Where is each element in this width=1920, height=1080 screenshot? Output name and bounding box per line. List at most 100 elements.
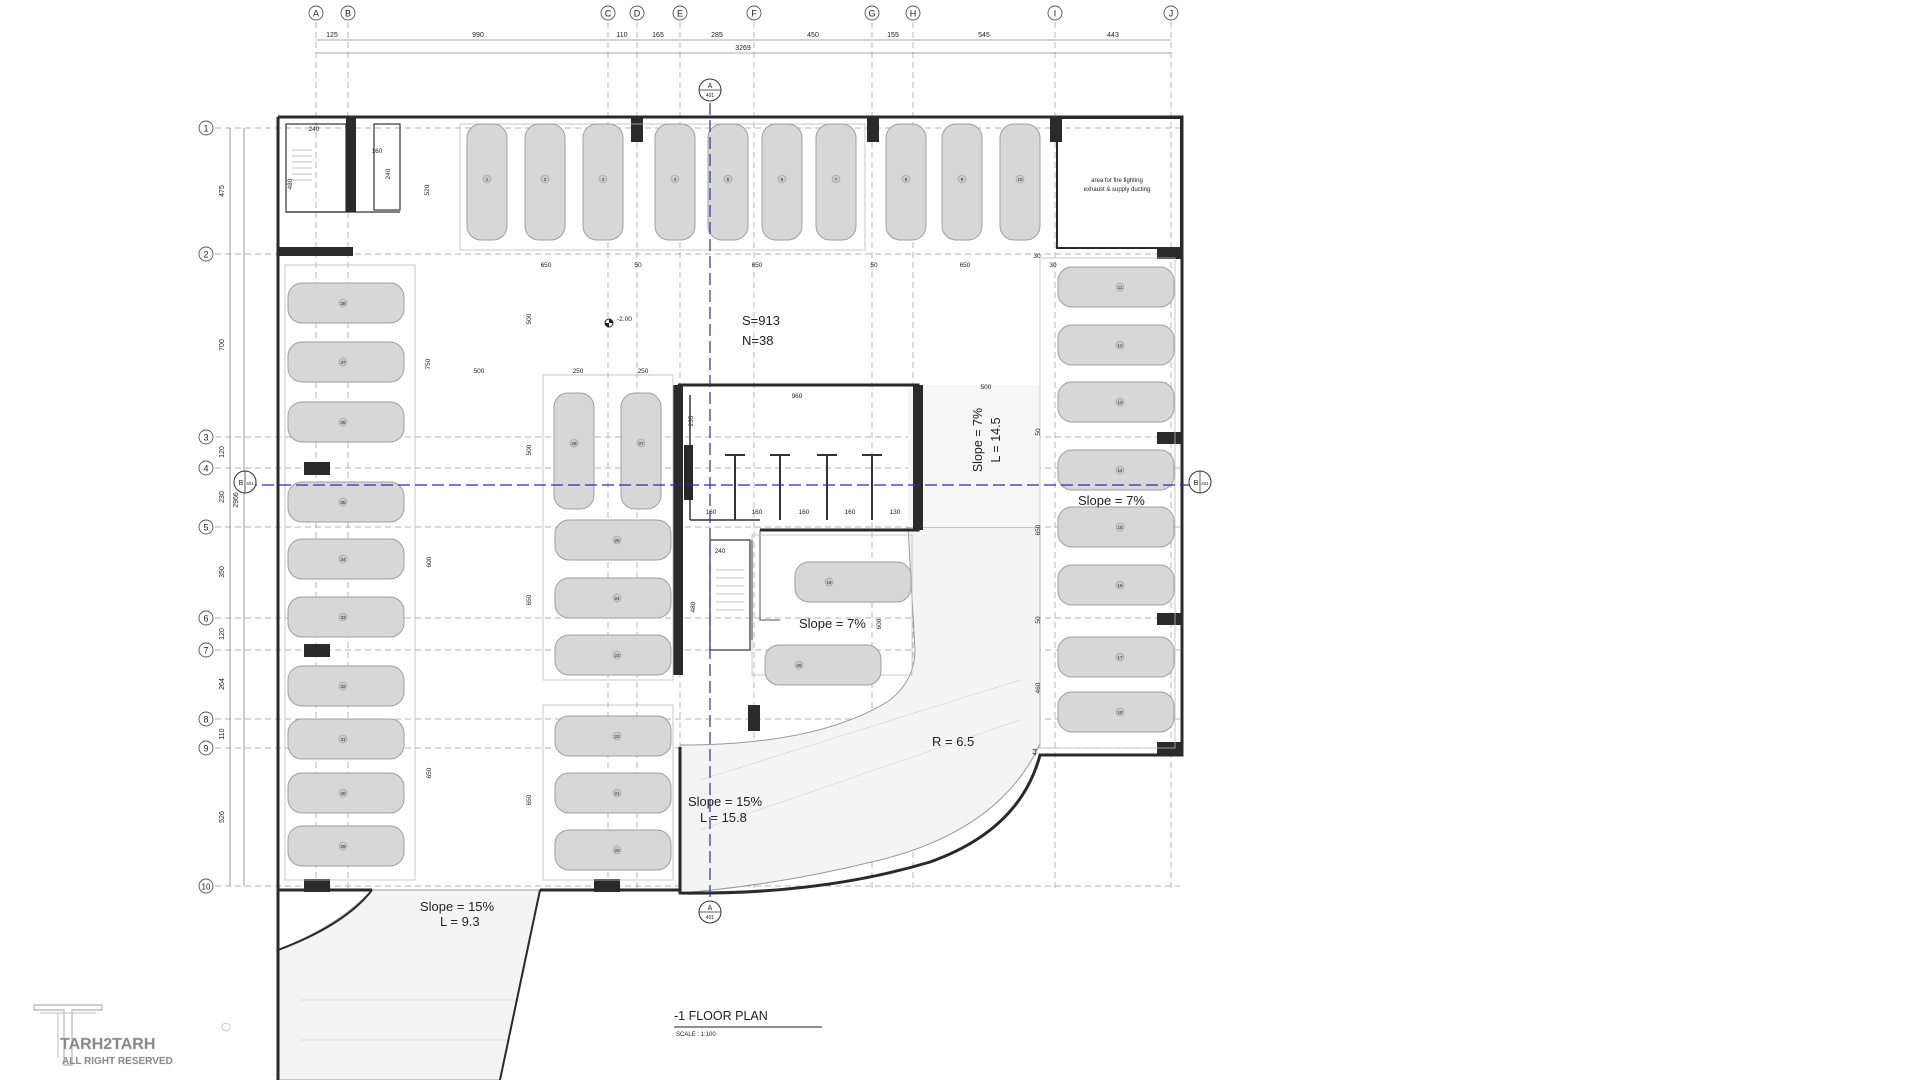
section-letter: A — [708, 905, 713, 912]
grid-label-4: 4 — [203, 464, 208, 474]
car-number: 24 — [614, 596, 620, 601]
car-number: 12 — [1117, 343, 1123, 348]
dim-inner: 44 — [1032, 748, 1039, 756]
drawing-title-block: -1 FLOOR PLAN SCALE : 1:100 — [674, 1009, 822, 1038]
dim-inner: 480 — [287, 178, 294, 189]
grid-label-C: C — [605, 9, 612, 19]
car-number: 5 — [727, 177, 730, 182]
cars-ramp: 19 28 — [764, 561, 912, 686]
grid-label-6: 6 — [203, 614, 208, 624]
column-bubbles: A B C D E F G H I J — [308, 5, 1179, 21]
level-marker: -2.00 — [604, 316, 632, 328]
car: 33 — [287, 596, 405, 638]
car: 35 — [287, 481, 405, 523]
dim-left-8: 110 — [219, 728, 226, 739]
car-number: 13 — [1117, 400, 1123, 405]
dim-inner: 650 — [960, 262, 971, 269]
section-letter: B — [1194, 480, 1199, 487]
car-number: 9 — [961, 177, 964, 182]
car-number: 28 — [796, 663, 802, 668]
dim-inner: 160 — [752, 509, 763, 516]
section-sheet: 401 — [706, 93, 715, 99]
dim-inner: 30 — [1033, 253, 1041, 260]
car-number: 23 — [614, 653, 620, 658]
car-number: 34 — [340, 557, 346, 562]
dim-inner: 240 — [715, 548, 726, 555]
dim-inner: 650 — [426, 767, 433, 778]
grid-label-2: 2 — [203, 250, 208, 260]
car-number: 30 — [340, 791, 346, 796]
car: 29 — [287, 825, 405, 867]
dim-top-9: 443 — [1107, 32, 1119, 39]
slope-labels: Slope = 7% L = 14.5 Slope = 7% Slope = 7… — [420, 408, 1145, 929]
car-number: 15 — [1117, 525, 1123, 530]
car: 27 — [620, 392, 662, 510]
dim-top-7: 155 — [887, 32, 899, 39]
dim-inner: 500 — [526, 444, 533, 455]
cars-left-column: 38 37 36 35 34 33 32 31 30 29 — [287, 282, 405, 867]
car-number: 29 — [340, 844, 346, 849]
car-number: 22 — [614, 734, 620, 739]
car: 18 — [1057, 691, 1175, 733]
dim-inner: 250 — [573, 368, 584, 375]
cars-middle-column: 25 24 23 22 21 20 — [554, 519, 672, 871]
car: 14 — [1057, 449, 1175, 491]
dim-inner: 500 — [981, 384, 992, 391]
car-number: 36 — [340, 420, 346, 425]
dim-inner: 160 — [845, 509, 856, 516]
drawing-scale: SCALE : 1:100 — [676, 1032, 716, 1038]
car-number: 2 — [544, 177, 547, 182]
section-lines: A 401 A 401 B 401 B 401 — [233, 78, 1212, 924]
car: 25 — [554, 519, 672, 561]
car: 26 — [553, 392, 595, 510]
car: 8 — [885, 123, 927, 241]
dim-inner: 480 — [690, 601, 697, 612]
dim-inner: 50 — [1035, 428, 1042, 436]
car-number: 25 — [614, 538, 620, 543]
dim-inner: 160 — [706, 509, 717, 516]
car: 13 — [1057, 381, 1175, 423]
fire-note-line-1: area for fire fighting — [1091, 178, 1143, 184]
car-number: 17 — [1117, 655, 1123, 660]
fire-note-line-2: exhaust & supply ducting — [1084, 187, 1151, 193]
car-number: 33 — [340, 615, 346, 620]
dim-inner: 500 — [474, 368, 485, 375]
dim-left-9: 526 — [219, 811, 226, 823]
car: 36 — [287, 401, 405, 443]
dim-inner: 250 — [638, 368, 649, 375]
grid-label-B: B — [345, 9, 351, 19]
dim-inner: 500 — [526, 313, 533, 324]
dim-inner: 240 — [385, 168, 392, 179]
dim-top-6: 450 — [807, 32, 819, 39]
car-number: 11 — [1118, 285, 1123, 290]
dim-left-1: 475 — [219, 185, 226, 197]
grid-label-9: 9 — [203, 744, 208, 754]
car-number: 16 — [1117, 583, 1123, 588]
dim-inner: 276 — [688, 487, 695, 498]
watermark-logo: TARH2TARH ALL RIGHT RESERVED — [33, 1004, 231, 1067]
grid-label-5: 5 — [203, 523, 208, 533]
car-number: 26 — [571, 441, 577, 446]
watermark-sub: ALL RIGHT RESERVED — [62, 1056, 173, 1067]
section-letter: A — [708, 83, 713, 90]
dim-inner: 50 — [870, 262, 878, 269]
dim-top-5: 285 — [711, 32, 723, 39]
grid-label-8: 8 — [203, 715, 208, 725]
slope-center: Slope = 7% — [799, 616, 866, 631]
section-sheet: 401 — [1201, 481, 1209, 486]
section-marker-top: A 401 — [698, 78, 722, 102]
grid-label-E: E — [677, 9, 683, 19]
dim-inner: 130 — [890, 509, 901, 516]
dim-inner: 650 — [526, 794, 533, 805]
car: 34 — [287, 538, 405, 580]
dim-top-overall: 3269 — [735, 45, 751, 52]
car: 9 — [941, 123, 983, 241]
section-sheet: 401 — [706, 915, 715, 921]
car: 2 — [524, 123, 566, 241]
dim-left-2: 700 — [219, 339, 226, 351]
grid-label-F: F — [751, 9, 757, 19]
car-number: 38 — [340, 301, 346, 306]
dim-inner: 600 — [426, 556, 433, 567]
dim-inner: 520 — [424, 184, 431, 195]
